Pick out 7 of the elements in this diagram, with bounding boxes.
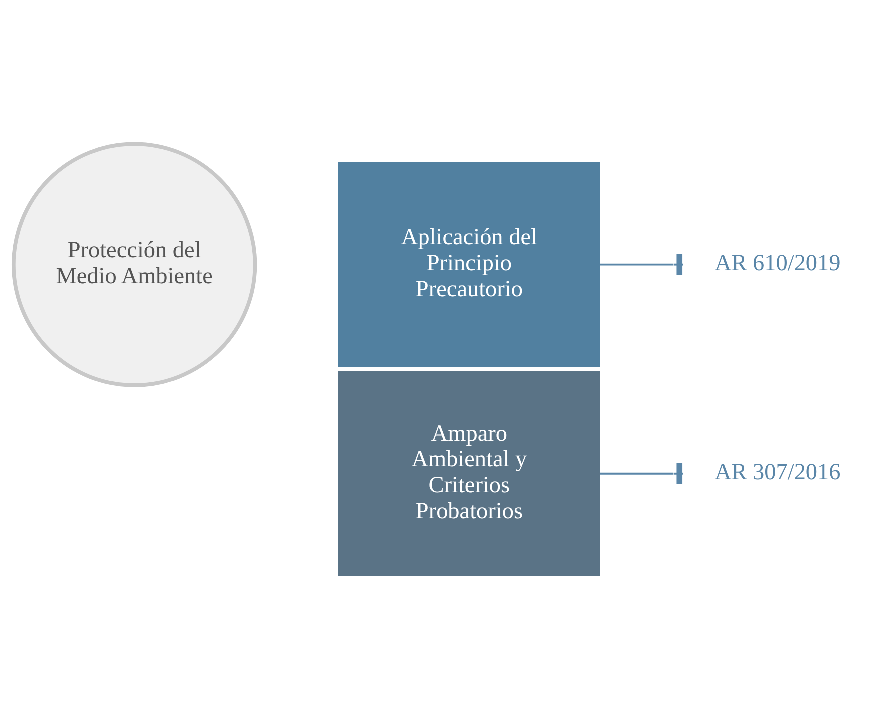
node-text: AR 307/2016 (714, 460, 841, 486)
connector (600, 254, 684, 276)
node-box: Aplicación del Principio Precautorio (338, 162, 600, 368)
node-text: AR 610/2019 (714, 250, 841, 277)
node-box: Amparo Ambiental y Criterios Probatorios (338, 371, 600, 576)
node-circle: Protección del Medio Ambiente (12, 142, 258, 388)
connector (600, 463, 684, 485)
